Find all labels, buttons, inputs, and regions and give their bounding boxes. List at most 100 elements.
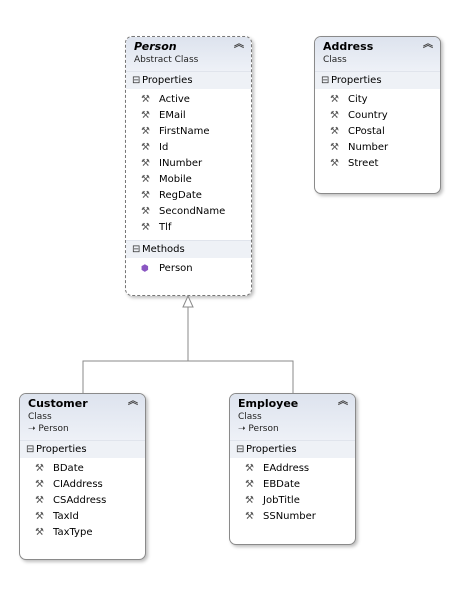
wrench-icon: ⚒ (141, 206, 150, 217)
property-item[interactable]: ⚒ Number (315, 140, 440, 156)
employee-properties-section[interactable]: ⊟Properties (230, 440, 355, 458)
collapse-icon[interactable]: ︽ (128, 396, 138, 407)
property-item[interactable]: ⚒City (315, 92, 440, 108)
property-item[interactable]: ⚒ Active (126, 92, 251, 108)
cube-icon: ⬢ (141, 264, 149, 274)
property-item[interactable]: ⚒ CSAddress (20, 493, 145, 509)
property-name: Mobile (159, 174, 192, 185)
property-name: JobTitle (263, 495, 300, 506)
property-name: RegDate (159, 190, 202, 201)
wrench-icon: ⚒ (330, 126, 339, 137)
property-item[interactable]: ⚒TaxId (20, 509, 145, 525)
address-properties-list: ⚒City⚒Country⚒CPostal⚒Number⚒Street (315, 89, 440, 176)
property-item[interactable]: ⚒ EMail (126, 108, 251, 124)
person-properties-list: ⚒Active⚒EMail⚒FirstName⚒Id⚒INumber⚒Mobil… (126, 89, 251, 240)
person-class-name: Person (134, 40, 177, 53)
property-name: Tlf (159, 222, 172, 233)
section-label: Properties (331, 75, 382, 86)
property-item[interactable]: ⚒ Country (315, 108, 440, 124)
wrench-icon: ⚒ (141, 110, 150, 121)
property-item[interactable]: ⚒BDate (20, 461, 145, 477)
property-name: Active (159, 94, 190, 105)
property-item[interactable]: ⚒SSNumber (230, 509, 355, 525)
collapse-icon[interactable]: ︽ (423, 39, 433, 50)
section-label: Methods (142, 244, 185, 255)
wrench-icon: ⚒ (330, 142, 339, 153)
address-class-kind: Class (323, 55, 347, 65)
property-item[interactable]: ⚒CIAddress (20, 477, 145, 493)
person-properties-section[interactable]: ⊟Properties (126, 71, 251, 89)
section-label: Properties (36, 444, 87, 455)
base-class-name: Person (38, 424, 69, 434)
property-item[interactable]: ⚒EBDate (230, 477, 355, 493)
wrench-icon: ⚒ (141, 142, 150, 153)
customer-class-box[interactable]: Customer Class ➝ Person ︽ ⊟Properties ⚒B… (19, 393, 146, 560)
property-name: City (348, 94, 368, 105)
section-collapse-icon[interactable]: ⊟ (26, 444, 35, 455)
property-name: BDate (53, 463, 84, 474)
property-item[interactable]: ⚒INumber (126, 156, 251, 172)
property-name: Number (348, 142, 389, 153)
wrench-icon: ⚒ (35, 495, 44, 506)
employee-class-box[interactable]: Employee Class ➝ Person ︽ ⊟Properties ⚒E… (229, 393, 356, 545)
inheritance-arrowhead (182, 294, 194, 308)
address-class-box[interactable]: Address Class ︽ ⊟Properties ⚒City⚒Countr… (314, 36, 441, 194)
person-methods-list: ⬢ Person (126, 258, 251, 281)
property-item[interactable]: ⚒ CPostal (315, 124, 440, 140)
method-item[interactable]: ⬢ Person (126, 261, 251, 277)
property-item[interactable]: ⚒Mobile (126, 172, 251, 188)
collapse-icon[interactable]: ︽ (234, 39, 244, 50)
inheritance-line (82, 360, 294, 393)
property-item[interactable]: ⚒ SecondName (126, 204, 251, 220)
property-name: INumber (159, 158, 203, 169)
employee-class-kind: Class (238, 412, 262, 422)
wrench-icon: ⚒ (330, 158, 339, 169)
collapse-icon[interactable]: ︽ (338, 396, 348, 407)
section-label: Properties (246, 444, 297, 455)
property-item[interactable]: ⚒Street (315, 156, 440, 172)
wrench-icon: ⚒ (330, 110, 339, 121)
wrench-icon: ⚒ (35, 511, 44, 522)
wrench-icon: ⚒ (245, 495, 254, 506)
property-item[interactable]: ⚒EAddress (230, 461, 355, 477)
wrench-icon: ⚒ (245, 463, 254, 474)
address-header: Address Class ︽ (315, 37, 440, 71)
section-collapse-icon[interactable]: ⊟ (236, 444, 245, 455)
property-name: FirstName (159, 126, 210, 137)
address-properties-section[interactable]: ⊟Properties (315, 71, 440, 89)
property-name: TaxType (53, 527, 93, 538)
base-class-name: Person (248, 424, 279, 434)
property-item[interactable]: ⚒ RegDate (126, 188, 251, 204)
property-name: EMail (159, 110, 186, 121)
property-item[interactable]: ⚒ Id (126, 140, 251, 156)
section-collapse-icon[interactable]: ⊟ (132, 244, 141, 255)
person-methods-section[interactable]: ⊟Methods (126, 240, 251, 258)
property-name: Id (159, 142, 169, 153)
wrench-icon: ⚒ (141, 190, 150, 201)
employee-class-name: Employee (238, 397, 299, 410)
person-class-box[interactable]: Person Abstract Class ︽ ⊟Properties ⚒Act… (125, 36, 252, 296)
employee-properties-list: ⚒EAddress⚒EBDate⚒JobTitle⚒SSNumber (230, 458, 355, 529)
property-name: SSNumber (263, 511, 316, 522)
property-item[interactable]: ⚒ JobTitle (230, 493, 355, 509)
section-collapse-icon[interactable]: ⊟ (321, 75, 330, 86)
method-name: Person (159, 263, 193, 274)
property-name: CSAddress (53, 495, 107, 506)
property-name: Country (348, 110, 388, 121)
wrench-icon: ⚒ (141, 222, 150, 233)
inherit-arrow-icon: ➝ (238, 424, 246, 434)
address-class-name: Address (323, 40, 374, 53)
property-name: CPostal (348, 126, 385, 137)
customer-properties-section[interactable]: ⊟Properties (20, 440, 145, 458)
customer-class-name: Customer (28, 397, 88, 410)
inherit-arrow-icon: ➝ (28, 424, 36, 434)
property-item[interactable]: ⚒ TaxType (20, 525, 145, 541)
wrench-icon: ⚒ (141, 94, 150, 105)
section-label: Properties (142, 75, 193, 86)
wrench-icon: ⚒ (35, 527, 44, 538)
person-class-kind: Abstract Class (134, 55, 199, 65)
property-name: SecondName (159, 206, 226, 217)
property-item[interactable]: ⚒FirstName (126, 124, 251, 140)
property-item[interactable]: ⚒ Tlf (126, 220, 251, 236)
section-collapse-icon[interactable]: ⊟ (132, 75, 141, 86)
